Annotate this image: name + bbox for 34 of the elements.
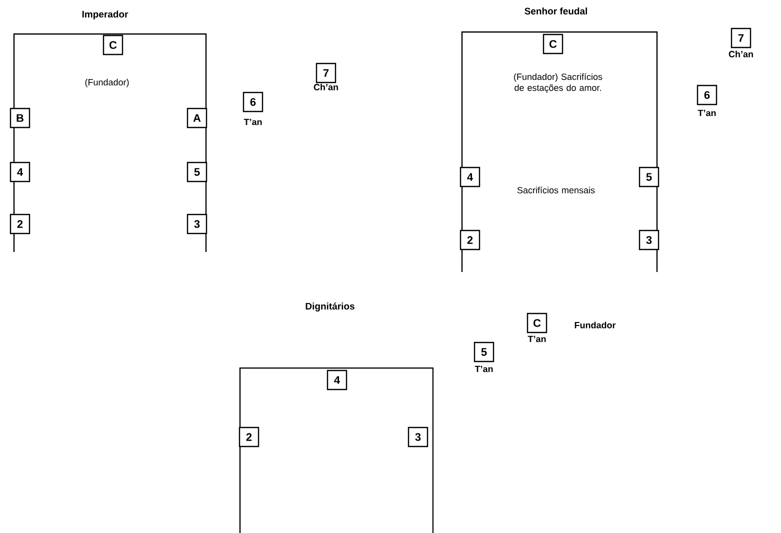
heading: Dignitários <box>306 302 354 312</box>
numbered-box: C <box>102 34 124 56</box>
numbered-box: 2 <box>238 426 260 448</box>
numbered-box: 4 <box>10 162 30 182</box>
numbered-box: 3 <box>408 426 428 448</box>
numbered-box: 3 <box>186 214 208 234</box>
node-label: T’an <box>698 110 716 116</box>
numbered-box: 4 <box>326 370 348 390</box>
numbered-box: 5 <box>186 162 208 182</box>
numbered-box: 5 <box>638 166 660 188</box>
numbered-box: 4 <box>460 166 480 188</box>
node-label: T’an <box>244 118 262 126</box>
numbered-box: 6 <box>696 84 718 106</box>
body-text: Sacrifícios mensais <box>517 186 595 194</box>
numbered-box: A <box>186 108 208 128</box>
heading: Imperador <box>82 10 128 20</box>
node-label: T’an <box>528 336 546 342</box>
numbered-box: 7 <box>730 28 752 48</box>
numbered-box: 3 <box>638 230 660 250</box>
body-text: (Fundador) Sacrifícios de estações do amor. <box>514 73 602 93</box>
heading: Senhor feudal <box>524 8 587 14</box>
numbered-box: 5 <box>474 342 494 362</box>
numbered-box: B <box>10 108 30 128</box>
node-label: Fundador <box>574 322 616 328</box>
node-label: Ch’an <box>728 50 753 58</box>
numbered-box: 6 <box>242 92 264 112</box>
numbered-box: C <box>526 312 548 334</box>
body-text: (Fundador) <box>85 78 129 88</box>
numbered-box: 2 <box>10 214 30 234</box>
node-label: T’an <box>474 366 493 372</box>
numbered-box: 2 <box>460 230 480 250</box>
numbered-box: 7 <box>316 62 336 84</box>
node-label: Ch’an <box>314 84 338 90</box>
numbered-box: C <box>542 34 564 54</box>
